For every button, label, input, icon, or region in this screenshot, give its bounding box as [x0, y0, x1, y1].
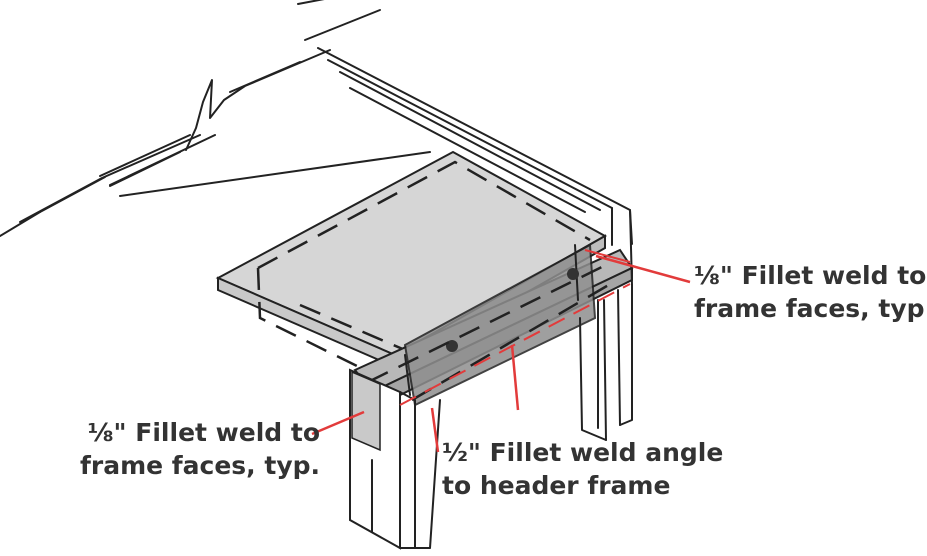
bolt-icon — [567, 268, 579, 280]
weld-line-right — [584, 249, 631, 263]
leader-right — [595, 254, 691, 284]
callout-bottom: ½" Fillet weld angle to header frame — [442, 436, 723, 502]
callout-left-line1: ⅛" Fillet weld to — [87, 418, 321, 447]
callout-bottom-line1: ½" Fillet weld angle — [442, 438, 724, 467]
leader-bottom — [510, 344, 520, 411]
callout-bottom-line2: to header frame — [442, 471, 671, 500]
weld-line-angle — [399, 283, 631, 406]
callout-right-line2: frame faces, typ. — [694, 294, 927, 323]
leader-lines — [311, 249, 691, 453]
right-frame-jamb — [579, 207, 633, 441]
callout-right-line1: ⅛" Fillet weld to — [694, 261, 927, 290]
leader-bottom-2 — [430, 407, 440, 453]
callout-left-line2: frame faces, typ. — [80, 451, 321, 480]
callout-right: ⅛" Fillet weld to frame faces, typ. — [694, 259, 927, 325]
callout-left: ⅛" Fillet weld to frame faces, typ. — [80, 416, 320, 482]
left-frame-jamb — [349, 368, 441, 550]
leader-left — [311, 410, 365, 436]
